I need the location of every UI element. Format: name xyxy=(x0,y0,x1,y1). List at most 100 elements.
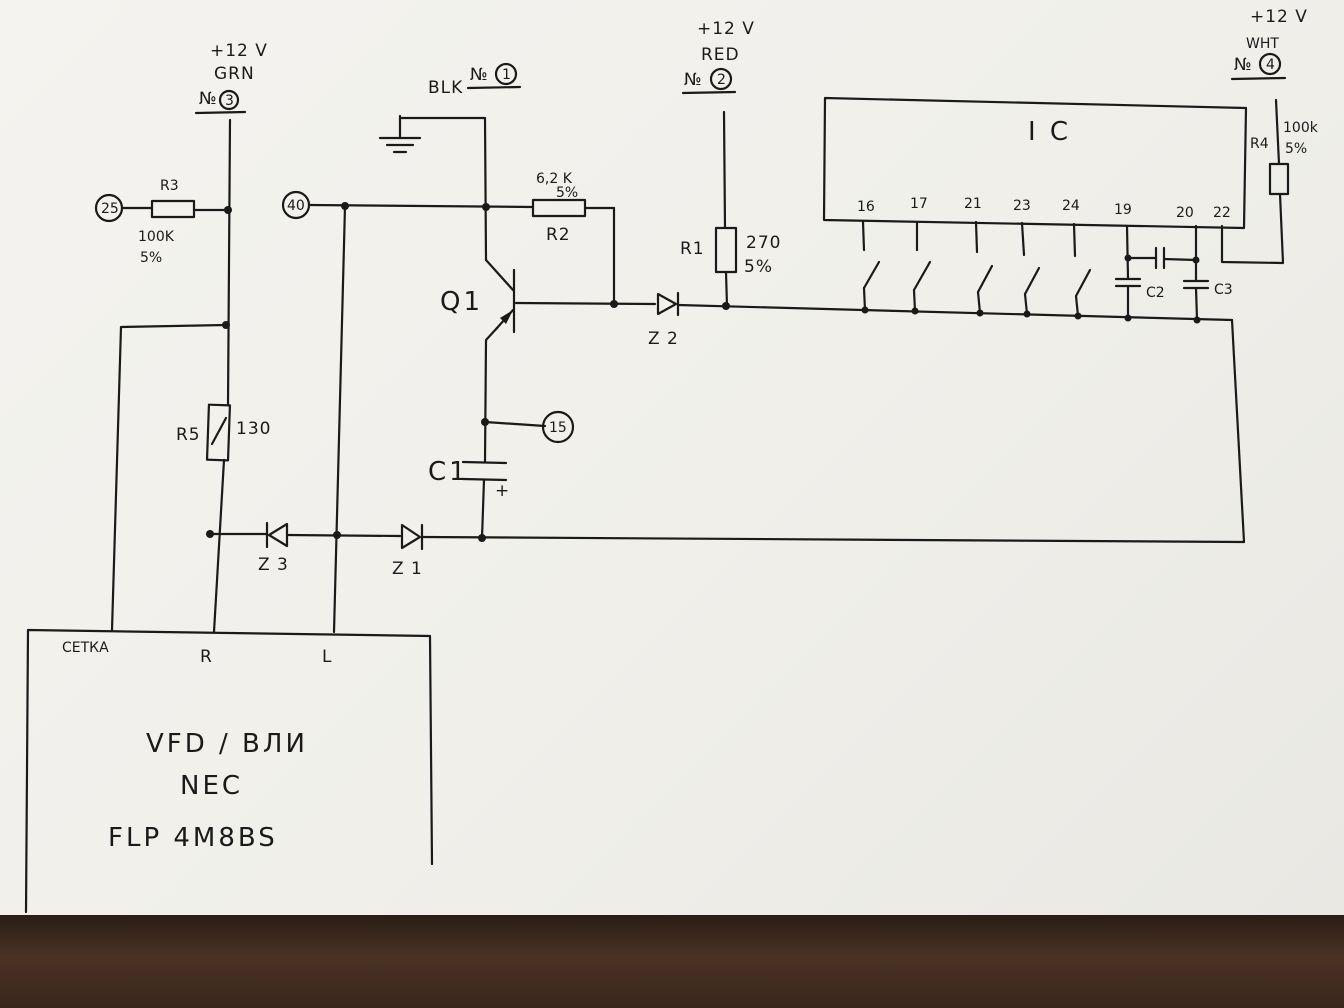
wire xyxy=(1274,98,1281,166)
connector-label: 40 xyxy=(287,198,305,214)
ic-pin-label: 19 xyxy=(1114,202,1132,218)
vfd-pin-label: R xyxy=(200,647,213,667)
resistor-icon xyxy=(150,199,196,219)
junction-dot xyxy=(482,203,490,211)
schematic-diagram: +12 V GRN № 3 BLK № 1 +12 V RED № 2 +12 … xyxy=(24,7,1319,914)
wire xyxy=(1230,318,1246,544)
number-sign: № xyxy=(199,89,218,109)
junction-dot xyxy=(478,534,486,542)
underline xyxy=(194,110,247,115)
resistor-r5: R5 130 xyxy=(176,403,271,462)
capacitor-series-19-20 xyxy=(1126,246,1198,270)
diode-icon xyxy=(656,292,678,316)
vfd-title: VFD / ВЛИ xyxy=(146,729,308,759)
component-name: R1 xyxy=(680,239,705,259)
ic-pin-label: 16 xyxy=(857,199,875,215)
component-name: R3 xyxy=(160,178,179,194)
switch-pin-17 xyxy=(912,220,932,313)
junction-dot xyxy=(341,202,349,210)
power-label-wht: +12 V WHT № 4 xyxy=(1230,7,1308,81)
number-circle xyxy=(494,62,518,86)
component-tolerance: 5% xyxy=(744,257,773,277)
number-sign: № xyxy=(1234,55,1253,75)
junction-dot xyxy=(333,531,341,539)
power-label-blk: BLK № 1 xyxy=(378,62,522,154)
connector-25: 25 xyxy=(94,193,124,223)
component-name: R2 xyxy=(546,225,571,245)
component-name: C2 xyxy=(1146,285,1165,301)
resistor-r1: R1 270 5% xyxy=(680,226,781,277)
ic-pin-label: 22 xyxy=(1213,205,1231,221)
diode-icon xyxy=(400,523,422,550)
capacitor-c1: C1 + xyxy=(428,457,509,501)
vfd-maker: NEC xyxy=(180,771,243,801)
resistor-icon xyxy=(714,226,738,274)
voltage-label: +12 V xyxy=(1250,7,1308,27)
wire xyxy=(285,533,402,538)
component-value: 6,2 K xyxy=(536,171,573,187)
wire xyxy=(483,326,499,464)
wire-number: 1 xyxy=(502,67,511,83)
wire xyxy=(514,301,657,306)
connector-label: 25 xyxy=(101,201,119,217)
capacitor-plate xyxy=(461,477,508,482)
switch-pin-21 xyxy=(974,220,994,315)
resistor-icon xyxy=(205,403,232,462)
diode-z3: Z 3 xyxy=(258,521,289,575)
vfd-model: FLP 4M8BS xyxy=(108,823,278,853)
vfd-pin-label: L xyxy=(322,647,332,667)
connector-40: 40 xyxy=(281,190,311,220)
variable-mark xyxy=(210,416,228,446)
wire-color-label: WHT xyxy=(1246,36,1279,52)
component-name: R4 xyxy=(1250,136,1269,152)
vfd-pin-label: СЕТКА xyxy=(62,640,109,656)
wire xyxy=(483,420,547,428)
component-name: Z 3 xyxy=(258,555,289,575)
switch-pin-23 xyxy=(1020,221,1041,316)
wire xyxy=(724,270,729,308)
diode-z2: Z 2 xyxy=(648,291,680,349)
capacitor-c2: C2 xyxy=(1114,224,1165,320)
wire-color-label: GRN xyxy=(214,64,255,84)
switch-pin-24 xyxy=(1072,222,1092,318)
wire xyxy=(480,478,486,540)
junction-dot xyxy=(224,206,232,214)
junction-dot xyxy=(610,300,618,308)
component-tolerance: 5% xyxy=(556,185,578,201)
component-name: R5 xyxy=(176,425,201,445)
ic-pin-label: 21 xyxy=(964,196,982,212)
component-value: 100K xyxy=(138,229,175,245)
voltage-label: +12 V xyxy=(210,41,268,61)
junction-dot xyxy=(722,302,730,310)
component-value: 270 xyxy=(746,233,781,253)
resistor-r4: R4 100k 5% xyxy=(1250,120,1319,196)
junction-dot xyxy=(222,321,230,329)
component-name: C1 xyxy=(428,457,469,487)
wire-color-label: BLK xyxy=(428,78,463,98)
ic-label: I C xyxy=(1028,117,1071,147)
ic-pin-label: 23 xyxy=(1013,198,1031,214)
connector-label: 15 xyxy=(549,420,567,436)
capacitor-plate xyxy=(461,460,508,465)
power-label-red: +12 V RED № 2 xyxy=(681,19,754,95)
wire xyxy=(420,535,1246,544)
wire-grid xyxy=(110,323,228,632)
ic-pin-label: 20 xyxy=(1176,205,1194,221)
wire xyxy=(212,458,226,634)
wire-bus xyxy=(676,303,1234,322)
wire xyxy=(722,110,727,230)
transistor-q1: Q1 xyxy=(440,258,516,334)
component-name: Z 2 xyxy=(648,329,679,349)
resistor-icon xyxy=(531,198,587,218)
ic-body xyxy=(822,96,1248,230)
wire-color-label: RED xyxy=(701,45,740,65)
capacitor-c3: C3 xyxy=(1182,224,1233,322)
component-name: C3 xyxy=(1214,282,1233,298)
component-name: Q1 xyxy=(440,287,483,317)
component-value: 130 xyxy=(236,419,271,439)
ic-switches xyxy=(861,220,1092,318)
number-circle xyxy=(1258,52,1282,76)
wire-number: 3 xyxy=(225,93,234,109)
wire xyxy=(226,118,232,407)
component-name: Z 1 xyxy=(392,559,423,579)
